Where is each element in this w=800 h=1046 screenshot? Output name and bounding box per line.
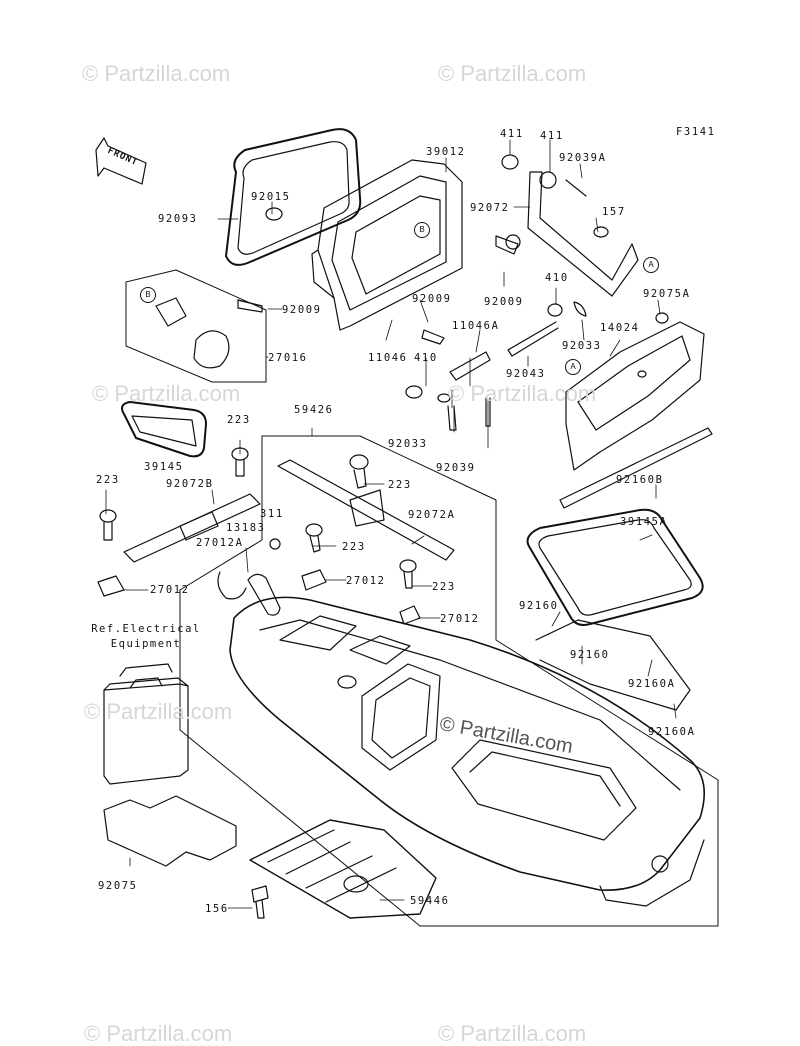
part-label: 92039A (559, 152, 607, 164)
leader-lines (105, 139, 677, 909)
part-label: 92033 (562, 340, 602, 352)
hardware-cluster (501, 154, 669, 357)
strip-92160B (559, 427, 713, 509)
strap-92072B (123, 493, 261, 563)
watermark: © Partzilla.com (84, 1021, 233, 1046)
callout-b: B (414, 222, 430, 238)
watermark: © Partzilla.com (438, 61, 587, 86)
reference-note-text: Ref.Electrical Equipment (91, 623, 201, 650)
part-label: 11046 (368, 352, 408, 364)
part-label: 11046A (452, 320, 500, 332)
callout-a: A (565, 359, 581, 375)
reference-note: Ref.Electrical Equipment (86, 622, 206, 652)
grate-59446 (249, 819, 437, 919)
watermark: © Partzilla.com (92, 381, 241, 406)
strap-92072A (277, 459, 455, 561)
part-label: 92043 (506, 368, 546, 380)
part-label: 39145 (144, 461, 184, 473)
watermark: © Partzilla.com (82, 61, 231, 86)
part-label: 223 (388, 479, 412, 491)
part-label: 92009 (282, 304, 322, 316)
cover-14024 (565, 321, 705, 471)
figure-code: F3141 (676, 126, 716, 138)
part-label: 92033 (388, 438, 428, 450)
fasteners (99, 235, 519, 589)
part-label: 27012 (150, 584, 190, 596)
part-label: 92075A (643, 288, 691, 300)
part-label: 92160B (616, 474, 664, 486)
part-label: 92072A (408, 509, 456, 521)
part-label: 411 (500, 128, 524, 140)
part-label: 27016 (268, 352, 308, 364)
part-label: 92072B (166, 478, 214, 490)
bracket-box-59426 (179, 435, 719, 927)
gasket-frame-92093 (225, 128, 362, 266)
front-arrow-icon (95, 137, 147, 185)
part-label: 92039 (436, 462, 476, 474)
bolt-156 (251, 885, 269, 919)
callout-a: A (643, 257, 659, 273)
part-label: 39012 (426, 146, 466, 158)
callout-b: B (140, 287, 156, 303)
gasket-39145A (526, 508, 704, 626)
part-label: 223 (96, 474, 120, 486)
part-label: 92075 (98, 880, 138, 892)
gasket-39145 (121, 401, 207, 458)
part-label: 59426 (294, 404, 334, 416)
part-label: 39145A (620, 516, 668, 528)
part-label: 92009 (484, 296, 524, 308)
part-label: 92160A (628, 678, 676, 690)
battery-icon (103, 663, 189, 785)
hatch-housing-39012 (311, 159, 463, 331)
small-hardware (97, 538, 421, 625)
part-label: 223 (227, 414, 251, 426)
part-label: 157 (602, 206, 626, 218)
seal-strips-92160 (535, 619, 691, 711)
pad-92075 (103, 795, 237, 867)
part-label: 92160A (648, 726, 696, 738)
part-label: 27012A (196, 537, 244, 549)
part-label: 92160 (570, 649, 610, 661)
part-label: 156 (205, 903, 229, 915)
watermark: © Partzilla.com (448, 381, 597, 406)
part-label: 410 (414, 352, 438, 364)
part-label: 27012 (440, 613, 480, 625)
part-label: 92093 (158, 213, 198, 225)
part-label: 223 (432, 581, 456, 593)
part-label: 92015 (251, 191, 291, 203)
part-label: 410 (545, 272, 569, 284)
part-label: 411 (540, 130, 564, 142)
part-label: 92072 (470, 202, 510, 214)
part-label: 92160 (519, 600, 559, 612)
part-label: 92009 (412, 293, 452, 305)
watermark: © Partzilla.com (84, 699, 233, 724)
part-label: 311 (260, 508, 284, 520)
part-label: 59446 (410, 895, 450, 907)
part-label: 27012 (346, 575, 386, 587)
part-label: 13183 (226, 522, 266, 534)
part-label: 223 (342, 541, 366, 553)
hull-body (229, 596, 706, 907)
part-label: 14024 (600, 322, 640, 334)
watermark: © Partzilla.com (438, 1021, 587, 1046)
